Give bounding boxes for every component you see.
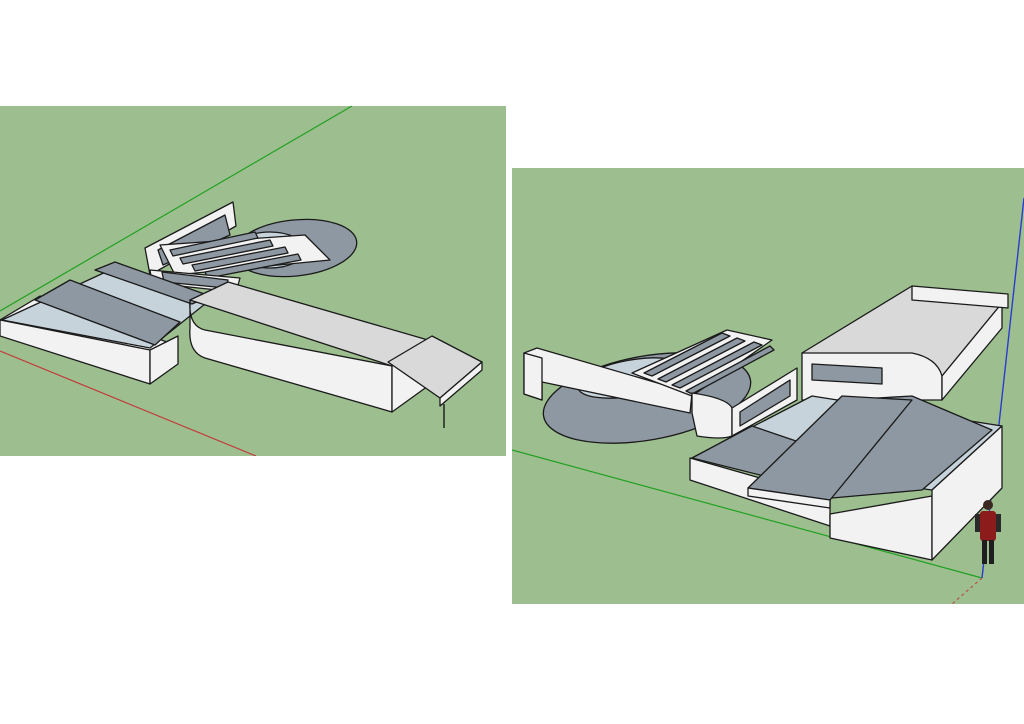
connector-window xyxy=(739,379,791,427)
green-axis xyxy=(512,449,983,579)
canopy-edge xyxy=(439,361,483,407)
model-canvas-right xyxy=(512,168,1024,604)
building-model-right xyxy=(523,285,1009,564)
person-scale-figure-icon xyxy=(975,500,1001,564)
model-viewport-right[interactable] xyxy=(512,168,1024,604)
red-axis xyxy=(0,350,257,456)
left-tray-side xyxy=(149,335,179,385)
building-model-left xyxy=(0,201,483,428)
model-canvas-left xyxy=(0,106,506,456)
left-tray-step xyxy=(34,279,181,346)
model-viewport-left[interactable] xyxy=(0,106,506,456)
pool-tray-side xyxy=(931,425,1003,561)
left-frame-end xyxy=(523,352,543,401)
upper-block-side xyxy=(941,302,1003,401)
slats xyxy=(169,231,302,279)
upper-block-window xyxy=(811,363,883,385)
upper-block-parapet xyxy=(911,285,1009,309)
green-axis xyxy=(0,106,353,312)
ground-plane xyxy=(0,106,506,456)
ramp-slab-edge xyxy=(747,487,831,509)
red-axis xyxy=(951,577,983,604)
slats xyxy=(643,332,775,395)
